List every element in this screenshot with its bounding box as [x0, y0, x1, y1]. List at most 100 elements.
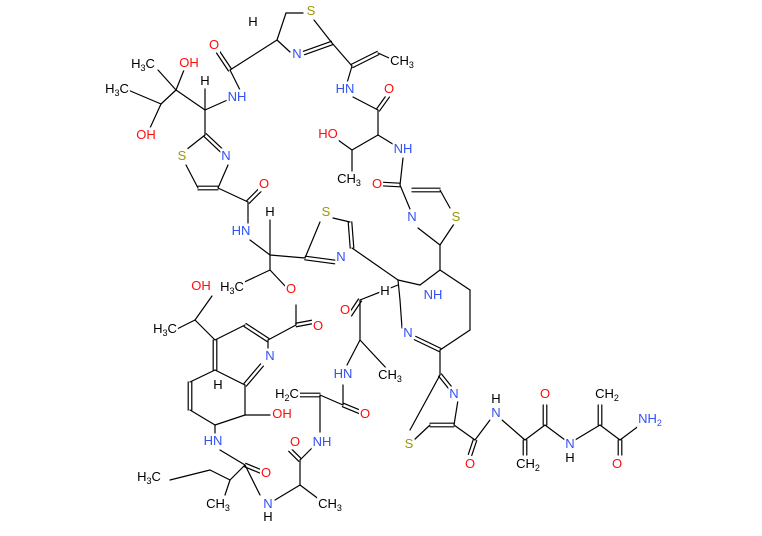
atom-label-backing	[564, 436, 576, 452]
atom-label-backing	[284, 281, 298, 297]
atom-label-h-thiazoline-top: H	[248, 14, 257, 29]
single-bond	[304, 221, 321, 259]
atom-label-hn-center: HN	[232, 223, 251, 238]
double-bond	[245, 462, 264, 471]
atom-label-backing	[490, 391, 502, 407]
atom-label-backing	[538, 386, 552, 402]
atom-label-backing	[226, 89, 248, 105]
atom-label-h-amide-tail-2: H	[565, 450, 574, 465]
atom-label-backing	[207, 37, 221, 53]
double-bond	[215, 52, 230, 72]
atom-label-backing	[358, 406, 372, 422]
atom-label-o-tail-3: O	[612, 456, 622, 471]
single-bond	[331, 42, 353, 67]
single-bond	[501, 419, 526, 441]
atom-label-backing	[637, 411, 663, 429]
single-bond	[332, 217, 351, 223]
atom-label-backing	[262, 496, 274, 512]
atom-label-backing	[515, 456, 541, 474]
single-bond	[574, 424, 601, 441]
single-bond	[544, 424, 566, 441]
double-bond	[304, 259, 336, 265]
atom-label-backing	[317, 496, 343, 514]
double-bond	[415, 335, 442, 349]
single-bond	[175, 69, 185, 91]
single-bond	[359, 284, 399, 301]
atom-label-h3c-top-2: H3C	[105, 81, 129, 98]
atom-label-hn-ala: HN	[334, 366, 353, 381]
atom-label-backing	[448, 386, 460, 402]
single-bond	[346, 339, 361, 366]
single-bond	[397, 279, 421, 286]
atom-label-backing	[136, 469, 162, 487]
atom-label-oh-top-1: OH	[179, 55, 199, 70]
atom-label-backing	[463, 456, 477, 472]
atom-label-n-thiazole-center: N	[336, 249, 345, 264]
atom-label-backing	[382, 81, 396, 97]
single-bond	[209, 469, 231, 481]
single-bond	[619, 424, 641, 441]
single-bond	[352, 96, 379, 111]
atom-label-o-ala-carbonyl: O	[340, 302, 350, 317]
single-bond	[214, 324, 246, 341]
bond-layer	[127, 12, 641, 501]
atom-label-o-ile-side: O	[290, 434, 300, 449]
atom-label-h-quinoline-ring: H	[213, 377, 222, 392]
atom-label-ch3-thr: CH3	[337, 171, 361, 188]
double-bond	[245, 322, 270, 340]
atom-label-h-ile-ala: H	[263, 509, 272, 524]
single-bond	[214, 369, 246, 386]
single-bond	[599, 424, 621, 441]
double-bond	[290, 448, 302, 460]
single-bond	[214, 414, 246, 426]
single-bond	[229, 464, 246, 481]
single-bond	[299, 484, 321, 501]
atom-label-h3c-top-1: H3C	[131, 56, 155, 73]
single-bond	[399, 157, 404, 186]
atom-label-backing	[311, 318, 325, 334]
atom-label-backing	[152, 321, 178, 339]
single-bond	[194, 319, 216, 341]
atom-label-backing	[370, 176, 384, 192]
single-bond	[224, 479, 231, 496]
atom-label-h3c-ile: H3C	[137, 469, 161, 486]
atom-label-backing	[202, 433, 224, 449]
atom-label-backing	[288, 434, 302, 450]
atom-label-o-thr-amide: O	[384, 81, 394, 96]
atom-label-n-amide-tail-1: N	[491, 405, 500, 420]
atom-label-s-thiazole-left: S	[178, 148, 187, 163]
atom-label-backing	[379, 283, 391, 299]
single-bond	[439, 329, 471, 351]
atom-label-o-ester-carbonyl: O	[313, 318, 323, 333]
atom-label-backing	[262, 509, 274, 525]
atom-label-backing	[594, 386, 620, 404]
atom-label-backing	[220, 148, 232, 164]
double-bond	[380, 185, 401, 188]
atom-label-s-thiazole-center: S	[322, 204, 331, 219]
single-bond	[346, 65, 353, 84]
single-bond	[189, 369, 216, 383]
atom-label-s-thiazole-bottom: S	[405, 436, 414, 451]
single-bond	[160, 89, 177, 105]
single-bond	[217, 164, 229, 189]
single-bond	[249, 239, 271, 256]
single-bond	[174, 319, 196, 331]
atom-label-ch3-ala: CH3	[378, 367, 402, 384]
atom-label-backing	[257, 176, 271, 192]
atom-label-backing	[317, 126, 339, 142]
single-bond	[351, 134, 379, 151]
atom-label-backing	[422, 287, 444, 303]
double-bond	[246, 188, 260, 202]
single-bond	[185, 164, 199, 189]
atom-label-backing	[259, 465, 273, 481]
single-bond	[439, 189, 451, 209]
single-bond	[397, 279, 401, 301]
double-bond	[203, 135, 222, 153]
double-bond	[243, 466, 262, 475]
atom-label-n-pyridine: N	[403, 325, 412, 340]
single-bond	[157, 69, 177, 91]
atom-label-backing	[406, 209, 418, 225]
atom-label-backing	[392, 141, 414, 157]
atom-label-nh2-tail: NH2	[638, 411, 662, 428]
